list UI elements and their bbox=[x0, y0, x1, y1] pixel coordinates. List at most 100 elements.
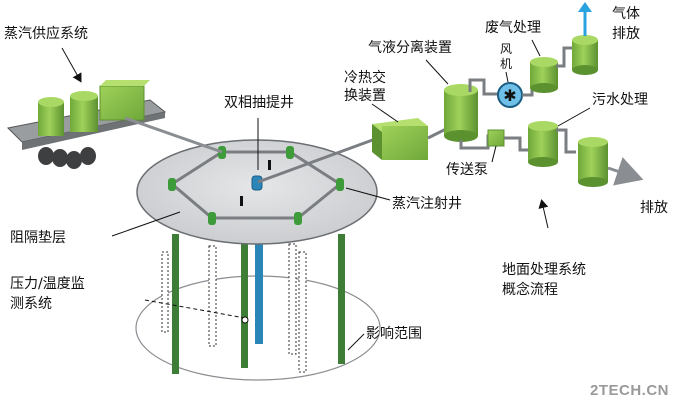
leader-lines bbox=[61, 39, 591, 351]
steam-injection-well-head bbox=[294, 212, 302, 225]
leader-steam-supply bbox=[61, 47, 82, 83]
label-gas-liquid-separator: 气液分离装置 bbox=[368, 40, 452, 56]
label-steam-supply: 蒸汽供应系统 bbox=[4, 26, 88, 42]
label-heat-exchanger-l2: 换装置 bbox=[344, 88, 386, 104]
label-transfer-pump: 传送泵 bbox=[446, 162, 488, 178]
label-monitor-l2: 测系统 bbox=[10, 296, 52, 312]
steam-injection-well-head bbox=[208, 212, 216, 225]
leader-sewage bbox=[557, 107, 591, 127]
pump-to-sewage-pipe bbox=[504, 136, 530, 152]
steam-supply-pipe bbox=[124, 116, 223, 154]
heat-exchanger-body bbox=[372, 124, 382, 160]
sewage-tank-bottom bbox=[528, 157, 558, 167]
steam-boiler-top bbox=[100, 80, 150, 86]
leader-ground-system bbox=[538, 199, 549, 229]
label-gas-discharge-l2: 排放 bbox=[612, 26, 640, 42]
well-casing bbox=[288, 243, 297, 355]
gas-discharge-stack bbox=[572, 35, 598, 75]
leader-transfer-pump bbox=[491, 145, 497, 163]
steam-injection-well-head bbox=[286, 146, 294, 159]
stack-bottom bbox=[572, 65, 598, 75]
leader-influence-range bbox=[347, 333, 365, 351]
leader-barrier bbox=[111, 211, 181, 237]
well-casing bbox=[172, 234, 179, 374]
truck-wheel bbox=[80, 147, 96, 165]
dual-phase-extraction-well-head bbox=[251, 175, 263, 191]
monitor-well-marker bbox=[240, 196, 243, 206]
steam-tank bbox=[70, 96, 98, 132]
label-heat-exchanger-l1: 冷热交 bbox=[344, 70, 386, 86]
leader-waste-gas bbox=[531, 39, 541, 57]
waste-gas-tank-top bbox=[530, 57, 558, 67]
leader-fan bbox=[505, 71, 509, 83]
label-ground-system-l1: 地面处理系统 bbox=[502, 262, 586, 278]
waste-gas-tank bbox=[530, 57, 558, 93]
separator-bottom bbox=[444, 130, 478, 142]
steam-injection-well-head bbox=[168, 178, 176, 191]
monitor-probe-line bbox=[144, 299, 246, 319]
gas-discharge-arrow-head bbox=[578, 2, 592, 12]
label-barrier-layer: 阻隔垫层 bbox=[10, 230, 66, 246]
label-ground-system-l2: 概念流程 bbox=[502, 282, 558, 298]
water-discharge-arrow-icon bbox=[607, 157, 644, 186]
well-casing bbox=[161, 251, 169, 333]
waste-gas-tank-bottom bbox=[530, 83, 558, 93]
label-fan-l2: 机 bbox=[500, 57, 513, 71]
well-casing bbox=[241, 240, 248, 368]
truck-wheels bbox=[38, 147, 96, 169]
label-dual-phase-well: 双相抽提井 bbox=[224, 95, 294, 111]
steam-boiler bbox=[99, 85, 145, 121]
sewage-link-pipe bbox=[556, 128, 576, 154]
steam-injection-well-head bbox=[218, 146, 226, 159]
sewage-tank-body bbox=[528, 126, 558, 162]
sewage-tank-2-body bbox=[578, 142, 608, 182]
well-casing bbox=[338, 234, 345, 364]
separator-to-fan-pipe bbox=[468, 78, 500, 96]
steam-tank-top bbox=[38, 97, 64, 107]
well-casings bbox=[161, 234, 345, 374]
leader-steam-injection bbox=[345, 187, 391, 201]
steam-injection-well-head bbox=[336, 178, 344, 191]
fan-blade-icon: ✱ bbox=[503, 86, 516, 105]
extraction-pipe bbox=[257, 136, 379, 184]
well-casing bbox=[298, 251, 307, 373]
leader-separator bbox=[425, 59, 449, 85]
label-waste-gas: 废气处理 bbox=[485, 20, 541, 36]
separator-top bbox=[444, 84, 478, 96]
sewage-tank-2-bottom bbox=[578, 177, 608, 187]
waste-gas-to-stack-pipe bbox=[556, 46, 576, 68]
monitor-well-marker bbox=[268, 160, 271, 170]
steam-injection-wells bbox=[168, 146, 344, 225]
sewage-tank-top bbox=[528, 121, 558, 131]
label-monitor-l1: 压力/温度监 bbox=[10, 276, 85, 292]
heat-exchanger bbox=[372, 118, 428, 160]
truck-wheel bbox=[66, 151, 82, 169]
label-steam-injection-well: 蒸汽注射井 bbox=[392, 196, 462, 212]
label-fan-l1: 风 bbox=[500, 42, 513, 56]
stack-top bbox=[572, 35, 598, 45]
label-gas-discharge-l1: 气体 bbox=[612, 6, 640, 22]
truck-wheel bbox=[52, 149, 68, 167]
well-casing bbox=[208, 245, 217, 347]
fan: ✱ bbox=[497, 82, 523, 108]
transfer-pump bbox=[487, 129, 505, 147]
label-discharge: 排放 bbox=[640, 200, 668, 216]
separator-body bbox=[444, 90, 478, 136]
steam-tank-top bbox=[70, 91, 98, 101]
extraction-well-casing bbox=[255, 236, 263, 344]
transfer-pump-body bbox=[487, 129, 505, 147]
heat-exchanger-front bbox=[382, 126, 428, 160]
monitor-probe bbox=[241, 316, 249, 324]
sewage-tank bbox=[528, 121, 558, 167]
steam-supply-truck bbox=[6, 80, 167, 169]
truck-wheel bbox=[38, 147, 54, 165]
steam-tank bbox=[38, 102, 64, 136]
watermark: 2TECH.CN bbox=[589, 382, 669, 399]
sewage-tank-2 bbox=[578, 137, 608, 187]
label-influence-range: 影响范围 bbox=[366, 326, 422, 342]
sewage-tank-2-top bbox=[578, 137, 608, 147]
label-sewage: 污水处理 bbox=[592, 92, 648, 108]
leader-heat-exchanger bbox=[371, 103, 399, 123]
gas-liquid-separator bbox=[444, 84, 478, 142]
